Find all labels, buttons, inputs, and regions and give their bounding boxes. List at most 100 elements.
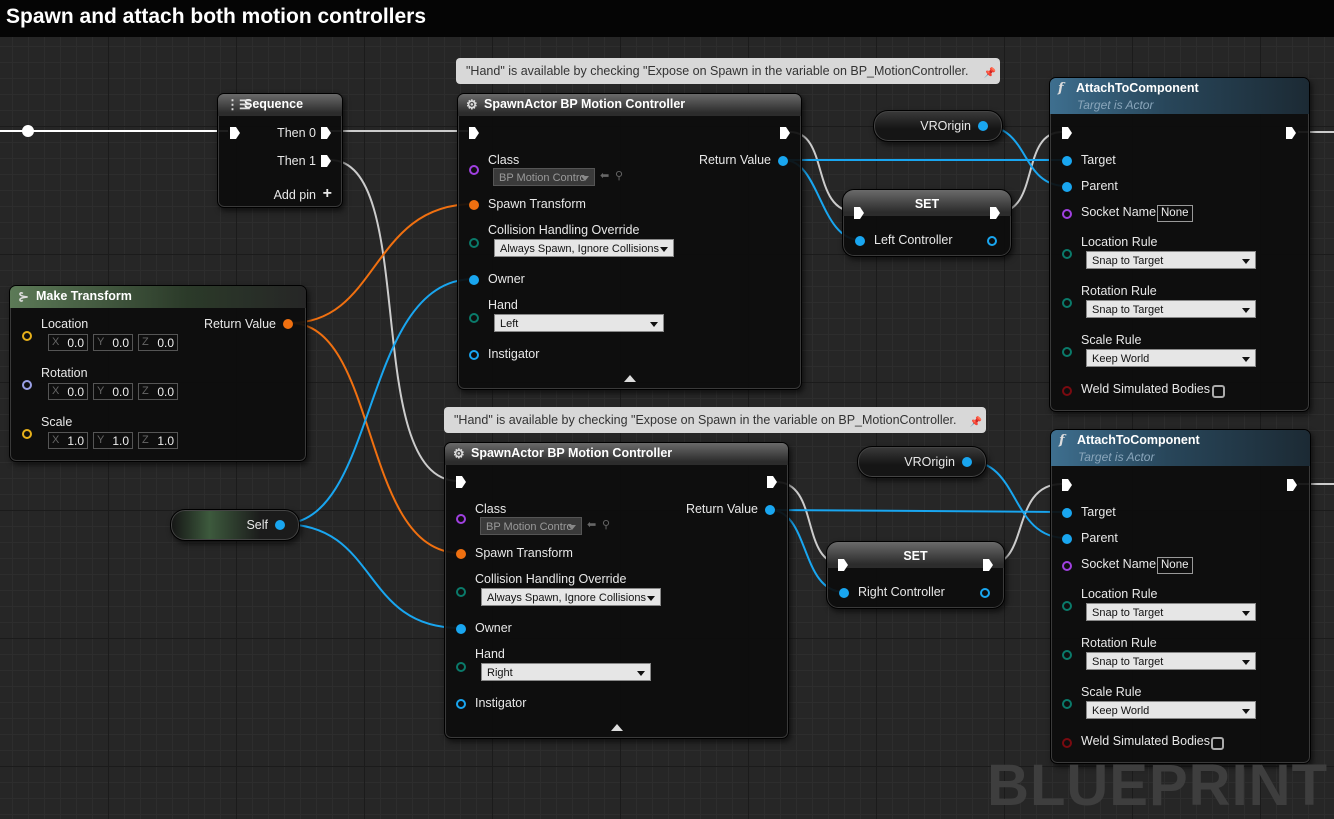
sequence-node[interactable]: ⋮☰ Sequence Then 0 Then 1 Add pin +: [217, 93, 343, 208]
exec-in-pin[interactable]: [837, 558, 849, 572]
class-pin[interactable]: [456, 514, 466, 524]
attach-header[interactable]: f AttachToComponent Target is Actor: [1051, 430, 1310, 466]
hand-dropdown[interactable]: Right: [481, 663, 651, 681]
socket-name-pin[interactable]: [1062, 209, 1072, 219]
socket-name-pin[interactable]: [1062, 561, 1072, 571]
exec-in-pin[interactable]: [1061, 478, 1073, 492]
then1-pin[interactable]: [320, 154, 332, 168]
collision-pin[interactable]: [469, 238, 479, 248]
browse-arrow-icon[interactable]: ⬅: [587, 519, 597, 531]
hand-dropdown[interactable]: Left: [494, 314, 664, 332]
class-dropdown[interactable]: BP Motion Contro: [493, 168, 595, 186]
return-value-pin[interactable]: [283, 319, 293, 329]
location-rule-pin[interactable]: [1062, 601, 1072, 611]
search-icon[interactable]: ⚲: [602, 519, 611, 531]
exec-out-pin[interactable]: [1285, 126, 1297, 140]
search-icon[interactable]: ⚲: [615, 170, 624, 182]
scale-rule-dropdown[interactable]: Keep World: [1086, 701, 1256, 719]
then0-pin[interactable]: [320, 126, 332, 140]
exec-in-pin[interactable]: [229, 126, 241, 140]
owner-pin[interactable]: [469, 275, 479, 285]
location-rule-dropdown[interactable]: Snap to Target: [1086, 251, 1256, 269]
return-value-pin[interactable]: [778, 156, 788, 166]
exec-in-pin[interactable]: [468, 126, 480, 140]
spawn-actor-left-node[interactable]: ⚙ SpawnActor BP Motion Controller Class …: [457, 93, 802, 390]
spawn-transform-pin[interactable]: [456, 549, 466, 559]
spawn-actor-header[interactable]: ⚙ SpawnActor BP Motion Controller: [445, 443, 788, 465]
vrorigin-node-top[interactable]: VROrigin: [873, 110, 1003, 142]
rotation-rule-pin[interactable]: [1062, 650, 1072, 660]
target-pin[interactable]: [1062, 508, 1072, 518]
rotation-pin[interactable]: [22, 380, 32, 390]
instigator-pin[interactable]: [456, 699, 466, 709]
set-right-controller-node[interactable]: SET Right Controller: [826, 541, 1005, 609]
set-left-controller-node[interactable]: SET Left Controller: [842, 189, 1012, 257]
pin-comment-icon[interactable]: 📌: [969, 417, 982, 428]
parent-pin[interactable]: [1062, 534, 1072, 544]
weld-pin[interactable]: [1062, 738, 1072, 748]
spawn-actor-header[interactable]: ⚙ SpawnActor BP Motion Controller: [458, 94, 801, 116]
exec-out-pin[interactable]: [766, 475, 778, 489]
make-transform-header[interactable]: ⊱ Make Transform: [10, 286, 306, 308]
exec-out-pin[interactable]: [1286, 478, 1298, 492]
exec-in-pin[interactable]: [455, 475, 467, 489]
collapse-arrow-icon[interactable]: [611, 724, 623, 731]
hand-pin[interactable]: [469, 313, 479, 323]
comment-bubble-left[interactable]: "Hand" is available by checking "Expose …: [456, 58, 1000, 84]
collision-dropdown[interactable]: Always Spawn, Ignore Collisions: [481, 588, 661, 606]
target-pin[interactable]: [1062, 156, 1072, 166]
class-dropdown[interactable]: BP Motion Contro: [480, 517, 582, 535]
attach-to-component-bottom-node[interactable]: f AttachToComponent Target is Actor Targ…: [1050, 429, 1311, 764]
add-pin-plus-icon[interactable]: +: [322, 185, 332, 202]
right-controller-out-pin[interactable]: [980, 588, 990, 598]
socket-name-field[interactable]: None: [1157, 205, 1193, 222]
weld-checkbox[interactable]: [1212, 385, 1225, 398]
location-pin[interactable]: [22, 331, 32, 341]
weld-pin[interactable]: [1062, 386, 1072, 396]
vrorigin-node-bottom[interactable]: VROrigin: [857, 446, 987, 478]
left-controller-out-pin[interactable]: [987, 236, 997, 246]
owner-pin[interactable]: [456, 624, 466, 634]
rotation-rule-dropdown[interactable]: Snap to Target: [1086, 652, 1256, 670]
set-header[interactable]: SET: [843, 190, 1011, 216]
attach-to-component-top-node[interactable]: f AttachToComponent Target is Actor Targ…: [1049, 77, 1310, 412]
exec-out-pin[interactable]: [989, 206, 1001, 220]
collapse-arrow-icon[interactable]: [624, 375, 636, 382]
pin-comment-icon[interactable]: 📌: [983, 68, 996, 79]
collision-dropdown[interactable]: Always Spawn, Ignore Collisions: [494, 239, 674, 257]
instigator-pin[interactable]: [469, 350, 479, 360]
scale-rule-dropdown[interactable]: Keep World: [1086, 349, 1256, 367]
collision-pin[interactable]: [456, 587, 466, 597]
browse-arrow-icon[interactable]: ⬅: [600, 170, 610, 182]
scale-rule-pin[interactable]: [1062, 699, 1072, 709]
vrorigin-pin[interactable]: [978, 121, 988, 131]
attach-header[interactable]: f AttachToComponent Target is Actor: [1050, 78, 1309, 114]
location-rule-dropdown[interactable]: Snap to Target: [1086, 603, 1256, 621]
socket-name-field[interactable]: None: [1157, 557, 1193, 574]
scale-pin[interactable]: [22, 429, 32, 439]
exec-out-pin[interactable]: [779, 126, 791, 140]
set-header[interactable]: SET: [827, 542, 1004, 568]
exec-out-pin[interactable]: [982, 558, 994, 572]
rotation-rule-pin[interactable]: [1062, 298, 1072, 308]
left-controller-in-pin[interactable]: [855, 236, 865, 246]
return-value-pin[interactable]: [765, 505, 775, 515]
hand-pin[interactable]: [456, 662, 466, 672]
spawn-transform-pin[interactable]: [469, 200, 479, 210]
weld-checkbox[interactable]: [1211, 737, 1224, 750]
vrorigin-pin[interactable]: [962, 457, 972, 467]
spawn-actor-right-node[interactable]: ⚙ SpawnActor BP Motion Controller Class …: [444, 442, 789, 739]
exec-in-pin[interactable]: [853, 206, 865, 220]
scale-rule-pin[interactable]: [1062, 347, 1072, 357]
exec-in-pin[interactable]: [1061, 126, 1073, 140]
self-pin[interactable]: [275, 520, 285, 530]
